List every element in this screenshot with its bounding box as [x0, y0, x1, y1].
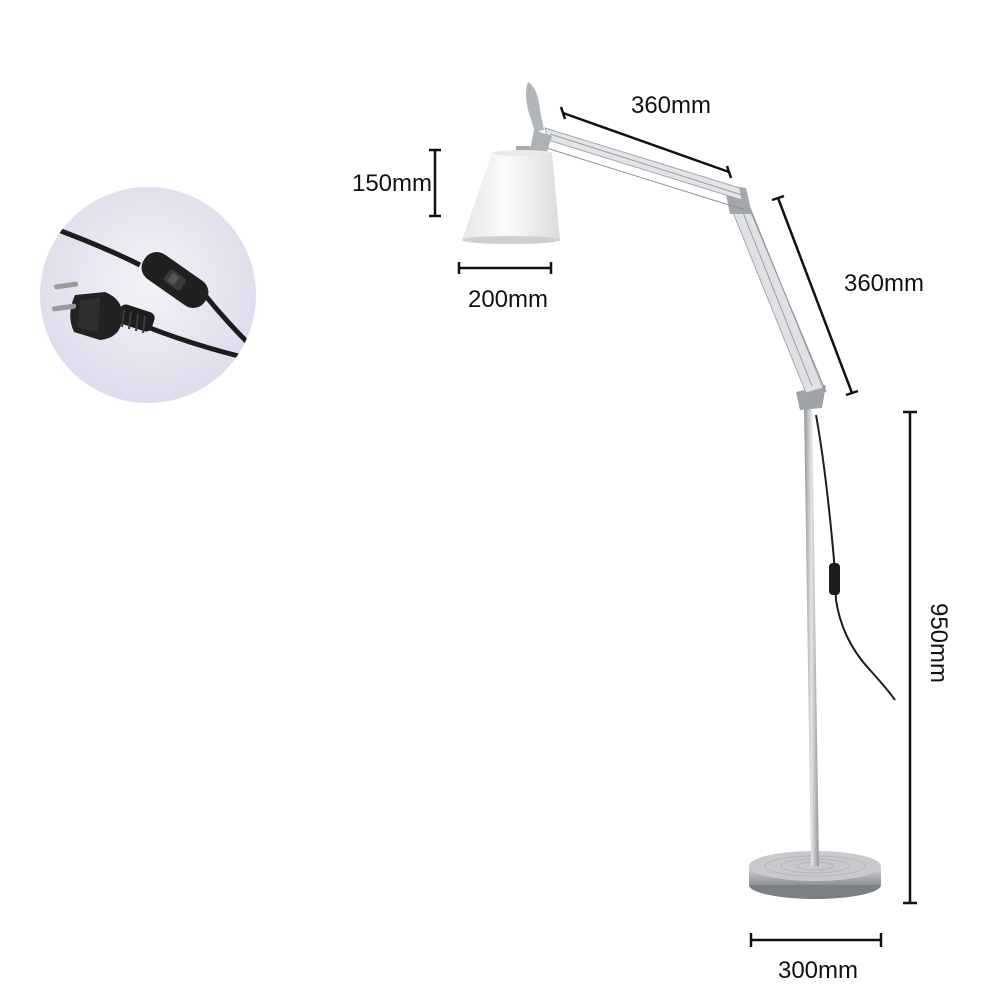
dimension-shade-width: 200mm [457, 262, 553, 313]
stand-height-label: 950mm [925, 603, 952, 683]
europlug-icon [52, 281, 123, 340]
arm-handle [526, 82, 544, 132]
floor-lamp [462, 82, 896, 899]
lamp-shade [462, 150, 560, 244]
shade-width-label: 200mm [468, 286, 548, 313]
plug-switch-inset [40, 187, 256, 403]
dimension-lower-arm: 360mm [771, 194, 924, 397]
lamp-pole [804, 405, 819, 866]
lower-arm-length-label: 360mm [844, 270, 924, 297]
dimension-upper-arm: 360mm [559, 92, 733, 179]
lower-arm [729, 199, 827, 394]
shade-height-label: 150mm [352, 170, 432, 197]
lower-joint [796, 385, 826, 410]
cord-strain-relief [117, 304, 155, 334]
lamp-cable [815, 414, 896, 701]
inline-switch-icon [141, 251, 209, 309]
base-diameter-label: 300mm [778, 957, 858, 984]
dimension-base-diameter: 300mm [749, 933, 883, 984]
dimension-shade-height: 150mm [352, 148, 441, 218]
upper-arm-length-label: 360mm [631, 92, 711, 119]
dimension-stand-height: 950mm [903, 410, 952, 905]
